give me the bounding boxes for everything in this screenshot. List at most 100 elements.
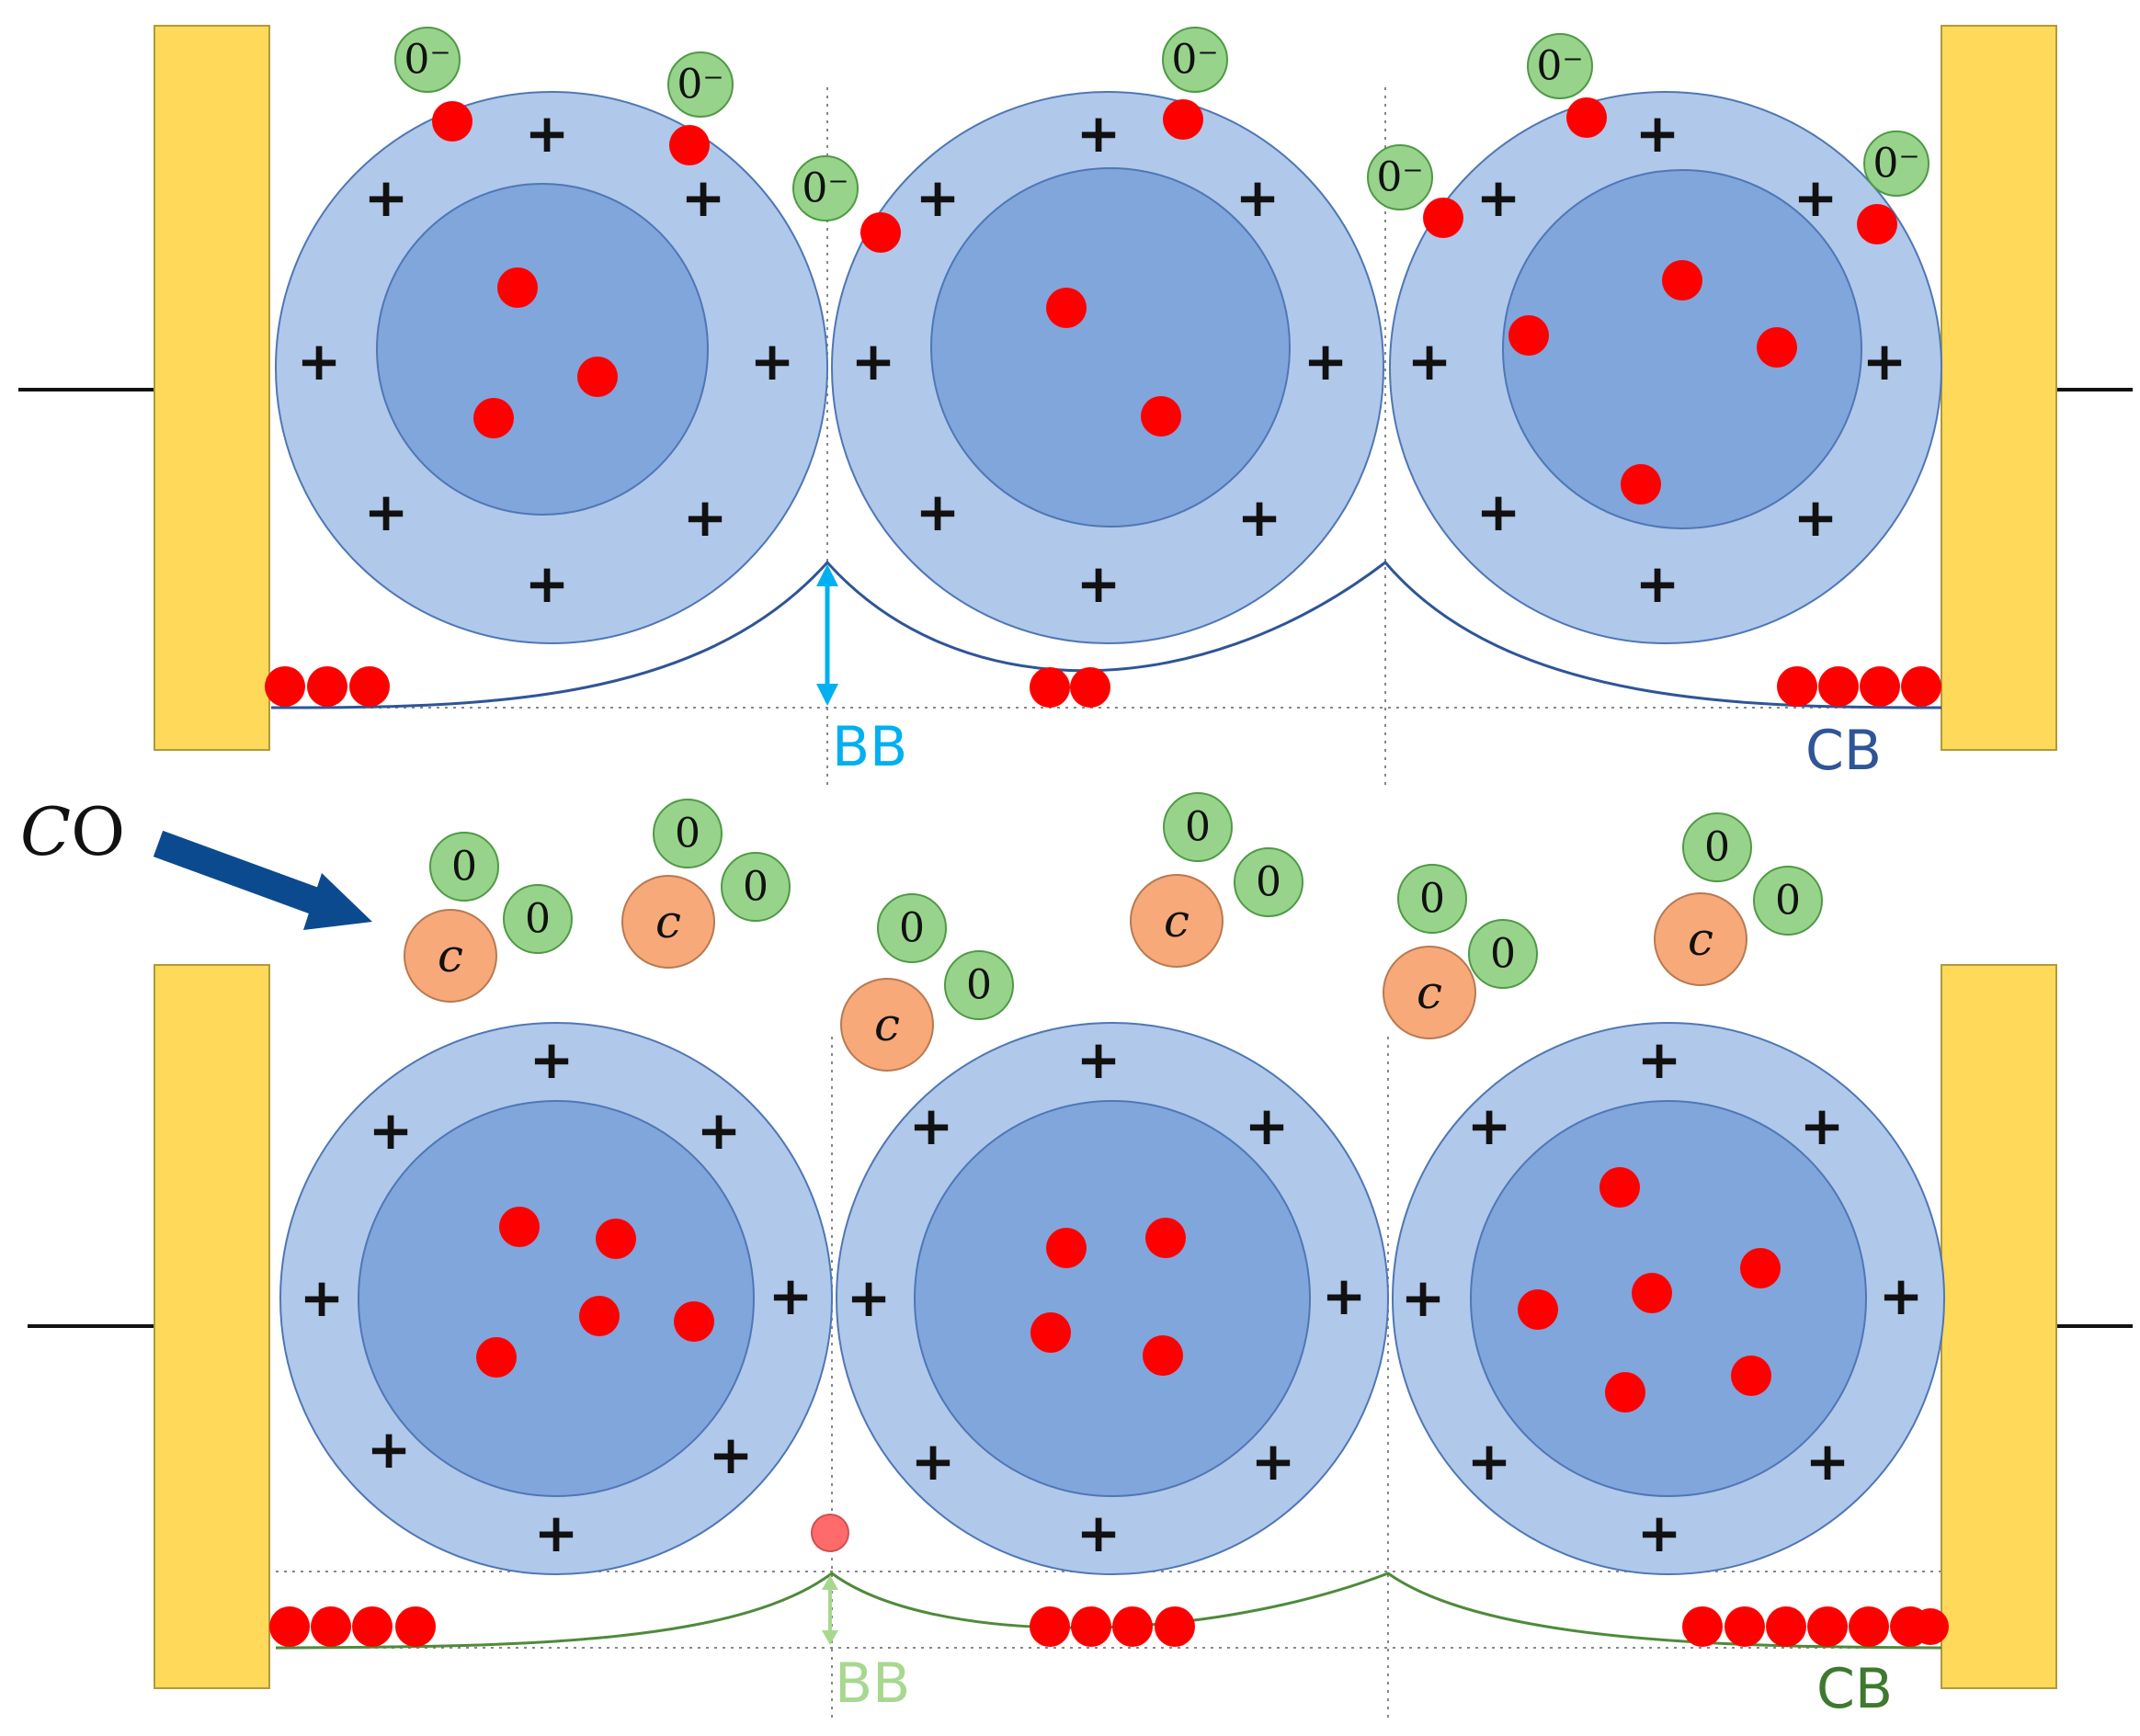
- positive-charge: +: [1235, 166, 1281, 229]
- svg-text:0: 0: [743, 864, 768, 911]
- positive-charge: +: [300, 1266, 345, 1329]
- co-label: 𝐶O: [20, 793, 125, 870]
- positive-charge: +: [1303, 330, 1349, 392]
- left-electrode: [154, 25, 270, 751]
- svg-text:0: 0: [966, 962, 992, 1009]
- positive-charge: +: [851, 330, 896, 392]
- svg-text:0: 0: [675, 811, 700, 857]
- svg-text:0⁻: 0⁻: [1376, 154, 1423, 201]
- positive-charge: +: [1076, 102, 1121, 165]
- electron: [1621, 464, 1661, 505]
- electron: [497, 267, 538, 308]
- co2-molecule: 0 0 𝑐: [840, 893, 1014, 1072]
- grain: [1389, 91, 1942, 644]
- right-electrode: [1941, 964, 2057, 1689]
- bulk-electrons: [473, 260, 1797, 505]
- positive-charge: +: [847, 1266, 892, 1329]
- co2-molecule: 0 0 𝑐: [621, 799, 791, 969]
- svg-text:0: 0: [1490, 931, 1516, 978]
- co2-molecule: 0 0 𝑐: [1130, 792, 1303, 968]
- svg-text:𝑐: 𝑐: [438, 929, 463, 982]
- positive-charge: +: [525, 102, 570, 165]
- bulk-electrons: [476, 1167, 1781, 1413]
- conduction-electrons-top: [265, 666, 1941, 708]
- positive-charge: +: [1862, 330, 1907, 392]
- svg-text:𝑐: 𝑐: [1164, 894, 1190, 947]
- positive-charge: +: [1401, 1266, 1446, 1329]
- positive-charge: +: [1322, 1265, 1367, 1327]
- cb-label-top: CB: [1805, 719, 1882, 783]
- positive-charge: +: [916, 166, 961, 229]
- positive-charge: +: [750, 330, 795, 392]
- svg-text:0: 0: [899, 905, 925, 952]
- oxygen-ion: 0⁻: [1857, 130, 1929, 244]
- co2-molecule: 0 0 𝑐: [1654, 812, 1823, 986]
- positive-charge: +: [367, 1418, 412, 1481]
- positive-charge: +: [525, 552, 570, 615]
- svg-text:0: 0: [1775, 878, 1801, 925]
- svg-text:0: 0: [525, 896, 551, 943]
- positive-charge: +: [364, 481, 409, 543]
- positive-charge: +: [1407, 330, 1452, 392]
- positive-charge: +: [683, 486, 728, 549]
- positive-charges: + + + + + + + + + + + + + + + + + + + + …: [297, 102, 1907, 615]
- positive-charge: +: [1879, 1265, 1924, 1327]
- band-bending-arrow-bottom: [822, 1575, 838, 1645]
- grain: [831, 91, 1384, 644]
- co-arrow: [153, 830, 372, 930]
- positive-charge: +: [1251, 1430, 1296, 1492]
- svg-text:0: 0: [451, 844, 477, 891]
- svg-text:0⁻: 0⁻: [1171, 37, 1218, 84]
- positive-charges: + + + + + + + + + + + + + + + + + + + + …: [300, 1028, 1924, 1564]
- positive-charge: +: [534, 1502, 579, 1564]
- positive-charge: +: [1635, 552, 1680, 615]
- band-bending-arrow-top: [816, 564, 838, 706]
- oxygen-ion: 0⁻: [394, 27, 472, 142]
- electron: [1757, 327, 1797, 368]
- oxygen-ion: 0⁻: [1527, 33, 1607, 138]
- positive-charge: +: [1637, 1028, 1682, 1091]
- positive-charge: +: [1476, 481, 1521, 543]
- co2-molecule: 0 0 𝑐: [404, 832, 573, 1003]
- svg-text:0: 0: [1256, 859, 1281, 906]
- co2-molecule: 0 0 𝑐: [1383, 864, 1538, 1039]
- positive-charge: +: [1800, 1095, 1845, 1157]
- svg-text:0⁻: 0⁻: [802, 165, 848, 212]
- positive-charge: +: [1076, 1028, 1121, 1091]
- positive-charge: +: [1793, 166, 1838, 229]
- positive-charge: +: [1245, 1095, 1290, 1157]
- positive-charge: +: [909, 1095, 954, 1157]
- positive-charge: +: [681, 166, 726, 229]
- positive-charge: +: [369, 1099, 414, 1162]
- positive-charge: +: [1635, 102, 1680, 165]
- svg-text:𝑐: 𝑐: [1688, 913, 1713, 966]
- svg-text:0: 0: [1419, 876, 1445, 923]
- grain: [836, 1022, 1389, 1575]
- electron: [1508, 315, 1549, 356]
- electron: [473, 398, 514, 438]
- boundary-electron: [811, 1514, 849, 1552]
- positive-charge: +: [1467, 1430, 1512, 1492]
- adsorbed-oxygen-ions: 0⁻ 0⁻ 0⁻ 0⁻ 0⁻: [394, 27, 1929, 253]
- positive-charge: +: [1805, 1430, 1850, 1492]
- positive-charge: +: [1637, 1502, 1682, 1564]
- svg-text:0⁻: 0⁻: [1872, 141, 1919, 187]
- positive-charge: +: [1467, 1095, 1512, 1157]
- conduction-electrons-bottom: [269, 1606, 1949, 1647]
- co2-molecules: 0 0 𝑐 0 0 𝑐 0 0 𝑐 0 0 𝑐 0 0: [404, 792, 1823, 1072]
- positive-charge: +: [768, 1265, 814, 1327]
- svg-text:0: 0: [1704, 824, 1730, 871]
- positive-charge: +: [1237, 486, 1282, 549]
- svg-text:0: 0: [1185, 804, 1211, 851]
- grain: [275, 91, 828, 644]
- oxygen-ion: 0⁻: [792, 155, 901, 253]
- positive-charge: +: [529, 1028, 575, 1091]
- svg-text:0⁻: 0⁻: [404, 37, 450, 84]
- right-electrode: [1941, 25, 2057, 751]
- top-panel: + + + + + + + + + + + + + + + + + + + + …: [18, 25, 2133, 786]
- positive-charge: +: [1076, 552, 1121, 615]
- positive-charge: +: [1076, 1502, 1121, 1564]
- svg-text:𝑐: 𝑐: [1417, 966, 1442, 1019]
- positive-charge: +: [911, 1430, 956, 1492]
- positive-charge: +: [364, 166, 409, 229]
